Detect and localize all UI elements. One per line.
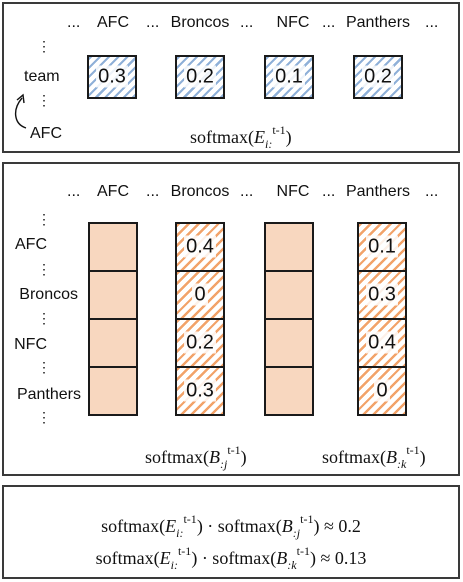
cell-value: 0.2 xyxy=(362,65,394,88)
matrix-cell: 0.1 xyxy=(357,222,407,272)
row-label-broncos: Broncos xyxy=(19,286,78,303)
cell-value: 0.1 xyxy=(273,65,305,88)
vertical-ellipsis: ⋮ xyxy=(37,359,51,375)
ellipsis: ... xyxy=(322,14,336,31)
ellipsis: ... xyxy=(322,183,336,200)
ellipsis: ... xyxy=(240,14,254,31)
ellipsis: ... xyxy=(240,183,254,200)
matrix-cell xyxy=(264,318,314,368)
matrix-cell: 0.2 xyxy=(175,318,225,368)
cell-value: 0.3 xyxy=(366,283,398,306)
vertical-ellipsis: ⋮ xyxy=(37,310,51,326)
row-label-afc: AFC xyxy=(15,236,47,253)
matrix-cell xyxy=(88,318,138,368)
vertical-ellipsis: ⋮ xyxy=(37,211,51,227)
softmax-e-formula: softmax(Ei:t-1) xyxy=(190,123,292,151)
column-header-panthers: Panthers xyxy=(345,14,411,31)
column-header-panthers: Panthers xyxy=(345,183,411,200)
result-equation-k: softmax(Ei:t-1) · softmax(B:kt-1) ≈ 0.13 xyxy=(95,544,367,572)
matrix-cell: 0 xyxy=(175,270,225,320)
matrix-cell: 0.3 xyxy=(357,270,407,320)
attention-cell: 0.2 xyxy=(353,55,403,99)
softmax-bj-formula: softmax(B:jt-1) xyxy=(145,443,247,471)
cell-value: 0 xyxy=(192,283,208,306)
column-header-afc: AFC xyxy=(97,183,129,200)
row-label-panthers: Panthers xyxy=(16,386,81,403)
matrix-cell: 0 xyxy=(357,366,407,416)
ellipsis: ... xyxy=(425,14,439,31)
cell-value: 0.4 xyxy=(184,235,216,258)
curved-arrow-icon xyxy=(15,93,27,129)
curve-label-afc: AFC xyxy=(30,125,62,142)
cell-value: 0.2 xyxy=(184,65,216,88)
matrix-cell xyxy=(88,270,138,320)
column-header-broncos: Broncos xyxy=(170,14,230,31)
cell-value: 0.3 xyxy=(96,65,128,88)
attention-cell: 0.3 xyxy=(87,55,137,99)
ellipsis: ... xyxy=(146,183,160,200)
cell-value: 0.3 xyxy=(184,379,216,402)
ellipsis: ... xyxy=(146,14,160,31)
cell-value: 0.4 xyxy=(366,331,398,354)
matrix-cell: 0.4 xyxy=(357,318,407,368)
vertical-ellipsis: ⋮ xyxy=(37,92,51,108)
ellipsis: ... xyxy=(67,183,81,200)
attention-cell: 0.2 xyxy=(175,55,225,99)
column-header-nfc: NFC xyxy=(276,183,310,200)
matrix-cell xyxy=(264,366,314,416)
column-header-nfc: NFC xyxy=(276,14,310,31)
result-panel xyxy=(2,485,460,579)
cell-value: 0.1 xyxy=(366,235,398,258)
row-label-team: team xyxy=(24,68,60,85)
vertical-ellipsis: ⋮ xyxy=(37,261,51,277)
matrix-cell xyxy=(264,270,314,320)
cell-value: 0 xyxy=(374,379,390,402)
ellipsis: ... xyxy=(67,14,81,31)
matrix-cell xyxy=(88,222,138,272)
matrix-cell xyxy=(88,366,138,416)
matrix-cell: 0.4 xyxy=(175,222,225,272)
row-label-nfc: NFC xyxy=(14,336,47,353)
ellipsis: ... xyxy=(425,183,439,200)
vertical-ellipsis: ⋮ xyxy=(37,38,51,54)
softmax-bk-formula: softmax(B:kt-1) xyxy=(322,443,426,471)
result-equation-j: softmax(Ei:t-1) · softmax(B:jt-1) ≈ 0.2 xyxy=(101,512,361,540)
column-header-broncos: Broncos xyxy=(170,183,230,200)
vertical-ellipsis: ⋮ xyxy=(37,409,51,425)
matrix-cell: 0.3 xyxy=(175,366,225,416)
matrix-cell xyxy=(264,222,314,272)
cell-value: 0.2 xyxy=(184,331,216,354)
attention-cell: 0.1 xyxy=(264,55,314,99)
column-header-afc: AFC xyxy=(97,14,129,31)
